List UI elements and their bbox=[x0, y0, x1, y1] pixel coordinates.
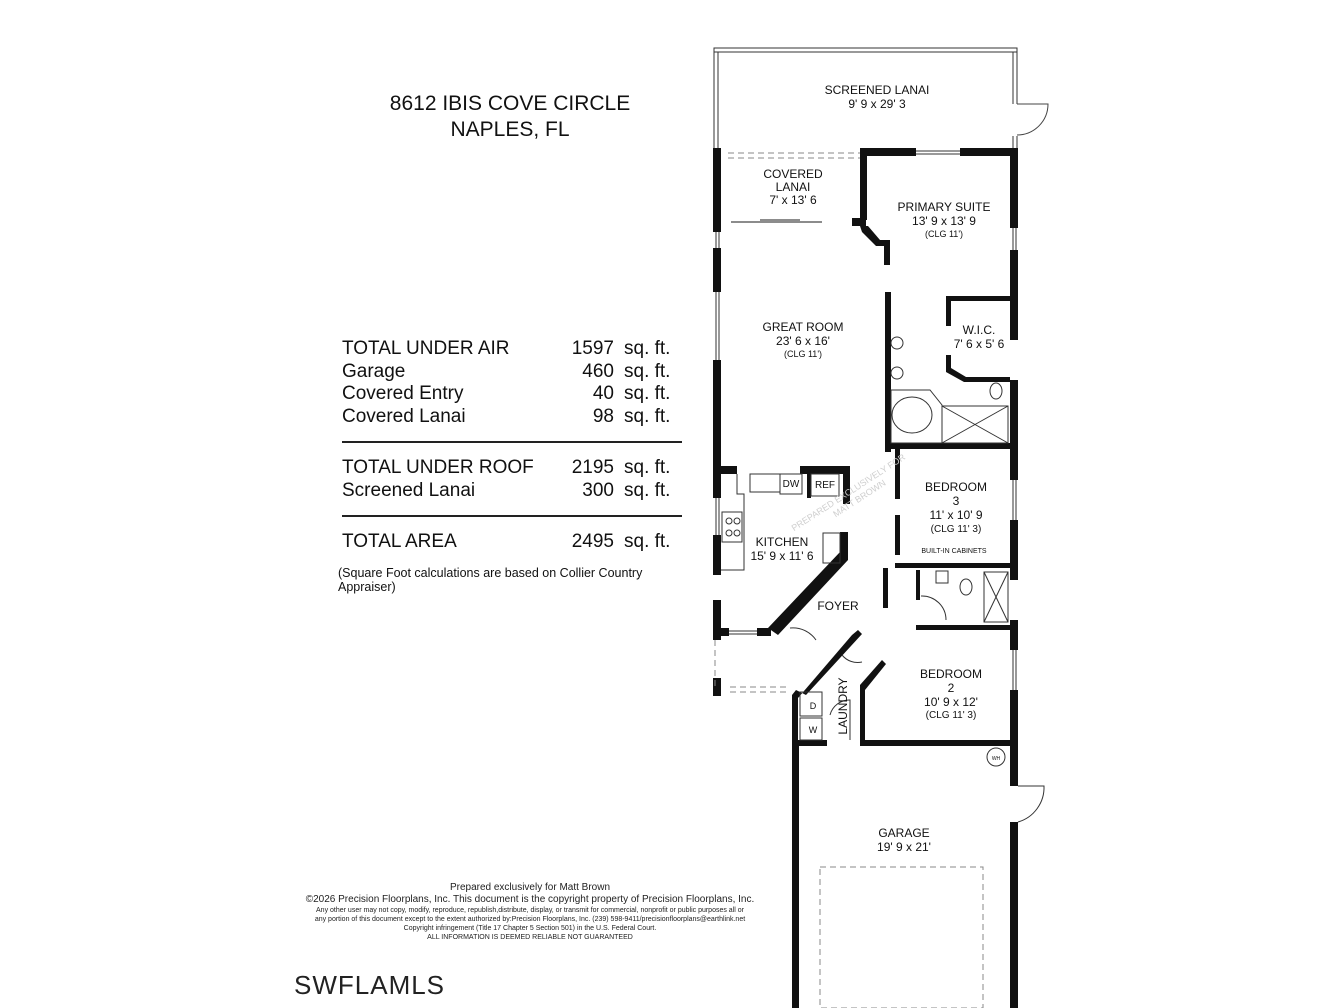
svg-text:15' 9 x 11' 6: 15' 9 x 11' 6 bbox=[750, 549, 813, 563]
garage-label: GARAGE bbox=[878, 826, 929, 840]
svg-text:11' x 10' 9: 11' x 10' 9 bbox=[929, 508, 982, 522]
address-line-1: 8612 IBIS COVE CIRCLE bbox=[389, 92, 631, 115]
bedroom-3-label: BEDROOM bbox=[925, 480, 987, 494]
svg-text:(CLG 11'): (CLG 11') bbox=[925, 229, 963, 239]
divider bbox=[342, 515, 682, 517]
svg-text:(CLG 11'): (CLG 11') bbox=[784, 349, 822, 359]
walls bbox=[713, 148, 1018, 1008]
svg-text:13' 9 x 13' 9: 13' 9 x 13' 9 bbox=[912, 214, 976, 228]
svg-text:2: 2 bbox=[948, 681, 955, 695]
screened-lanai-label: SCREENED LANAI bbox=[825, 83, 930, 97]
laundry-label: LAUNDRY bbox=[836, 677, 850, 734]
svg-text:9' 9 x 29' 3: 9' 9 x 29' 3 bbox=[848, 97, 906, 111]
great-room-label: GREAT ROOM bbox=[763, 320, 844, 334]
primary-suite-label: PRIMARY SUITE bbox=[898, 200, 991, 214]
svg-text:LANAI: LANAI bbox=[776, 180, 811, 194]
bedroom-2-label: BEDROOM bbox=[920, 667, 982, 681]
svg-text:23' 6 x 16': 23' 6 x 16' bbox=[776, 334, 830, 348]
address-line-2: NAPLES, FL bbox=[450, 118, 570, 141]
lanai-door-icon bbox=[1016, 103, 1049, 136]
screened-lanai-walls bbox=[713, 47, 1018, 150]
kitchen-label: KITCHEN bbox=[756, 535, 809, 549]
divider bbox=[342, 441, 682, 443]
foyer-label: FOYER bbox=[817, 599, 859, 613]
footer: Prepared exclusively for Matt Brown ©202… bbox=[300, 882, 760, 942]
svg-text:(CLG 11' 3): (CLG 11' 3) bbox=[926, 710, 977, 721]
svg-text:3: 3 bbox=[953, 494, 960, 508]
water-heater-label: WH bbox=[992, 756, 1001, 762]
covered-lanai-label: COVERED bbox=[763, 167, 823, 181]
svg-text:7' x 13' 6: 7' x 13' 6 bbox=[769, 193, 817, 207]
svg-text:19' 9 x 21': 19' 9 x 21' bbox=[877, 840, 931, 854]
svg-text:7' 6 x 5' 6: 7' 6 x 5' 6 bbox=[954, 337, 1005, 351]
svg-text:10' 9 x 12': 10' 9 x 12' bbox=[924, 695, 978, 709]
mls-logo: SWFLAMLS bbox=[294, 970, 446, 1000]
svg-text:(CLG 11' 3): (CLG 11' 3) bbox=[931, 524, 982, 535]
copyright: ©2026 Precision Floorplans, Inc. This do… bbox=[305, 894, 755, 905]
refrigerator-label: REF bbox=[815, 480, 835, 491]
built-in-cabinets-label: BUILT-IN CABINETS bbox=[921, 548, 987, 555]
wic-label: W.I.C. bbox=[963, 323, 996, 337]
prepared-for: Prepared exclusively for Matt Brown bbox=[449, 882, 611, 893]
washer-label: W bbox=[809, 725, 818, 735]
dishwasher-label: DW bbox=[783, 479, 800, 490]
dryer-label: D bbox=[810, 701, 817, 711]
calculation-note: (Square Foot calculations are based on C… bbox=[338, 566, 643, 594]
